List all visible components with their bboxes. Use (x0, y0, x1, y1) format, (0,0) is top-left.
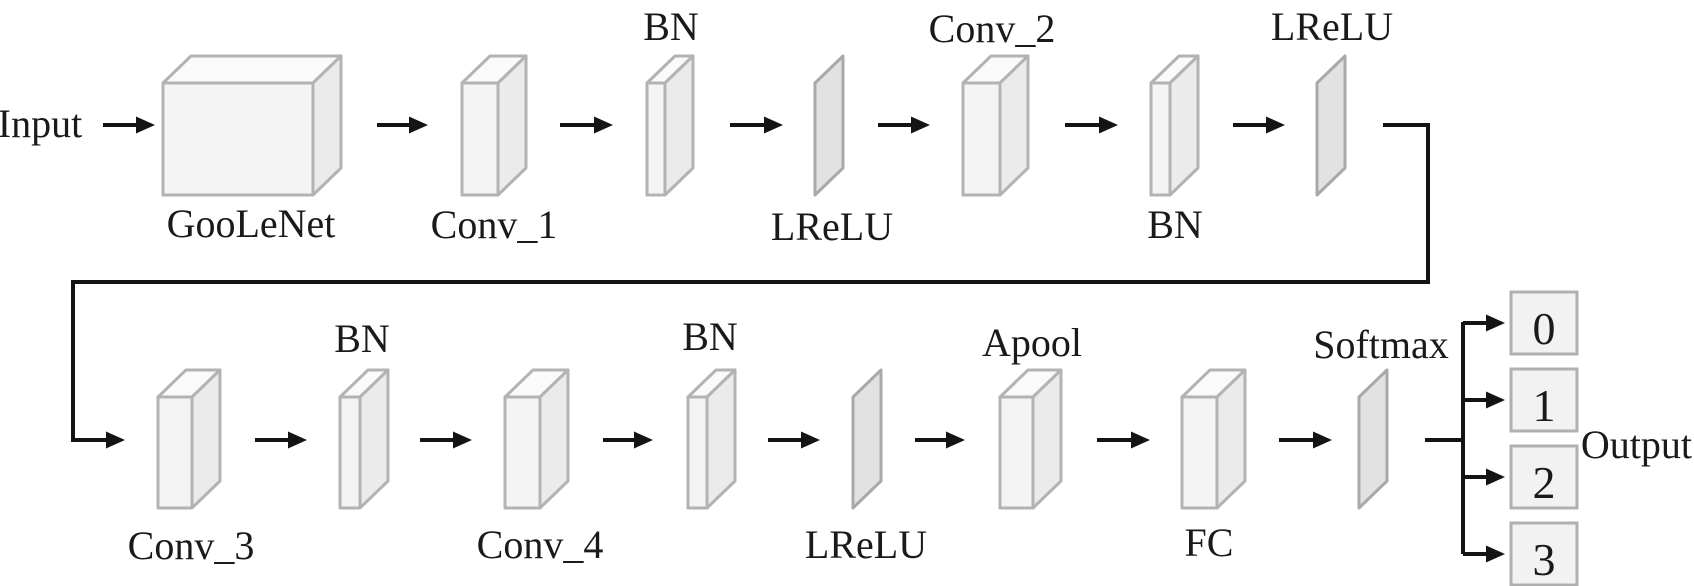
node-apool: Apool (982, 320, 1082, 510)
node-lrelu3: LReLU (805, 368, 927, 567)
connector-row1-row2 (71, 123, 1430, 449)
arrow-bn3-conv4 (420, 431, 472, 449)
node-label-softmax: Softmax (1313, 322, 1449, 367)
arrow-branch-class0 (1463, 314, 1505, 332)
node-lrelu2: LReLU (1271, 4, 1393, 197)
node-label-conv2: Conv_2 (929, 6, 1056, 51)
arrow-bn4-lrelu3 (768, 431, 820, 449)
node-label-fc: FC (1185, 520, 1234, 565)
output-class-label-0: 0 (1533, 303, 1556, 354)
output-class-box-3: 3 (1509, 521, 1579, 586)
node-label-bn1: BN (643, 4, 699, 49)
node-label-bn3: BN (334, 316, 390, 361)
arrow-bn1-lrelu1 (730, 116, 783, 134)
node-lrelu1: LReLU (771, 54, 893, 249)
node-softmax: Softmax (1313, 322, 1449, 510)
node-label-conv3: Conv_3 (128, 523, 255, 568)
output-class-label-2: 2 (1533, 457, 1556, 508)
input-label: Input (0, 101, 82, 146)
node-label-lrelu3: LReLU (805, 522, 927, 567)
arrow-apool-fc (1097, 431, 1150, 449)
output-branch-lines (1425, 322, 1465, 554)
node-bn2: BN (1147, 54, 1203, 247)
node-label-lrelu2: LReLU (1271, 4, 1393, 49)
node-label-lrelu1: LReLU (771, 204, 893, 249)
output-class-label-3: 3 (1533, 534, 1556, 585)
node-conv3: Conv_3 (128, 368, 255, 568)
output-class-box-0: 0 (1509, 290, 1579, 356)
output-class-box-2: 2 (1509, 444, 1579, 510)
node-label-conv4: Conv_4 (477, 522, 604, 567)
node-label-bn4: BN (682, 314, 738, 359)
node-label-conv1: Conv_1 (431, 202, 558, 247)
arrow-branch-class1 (1463, 391, 1505, 409)
node-label-googlenet: GooLeNet (167, 201, 336, 246)
node-conv4: Conv_4 (477, 368, 604, 567)
node-conv1: Conv_1 (431, 54, 558, 247)
arrow-branch-class2 (1463, 468, 1505, 486)
output-class-label-1: 1 (1533, 380, 1556, 431)
arrow-conv2-bn2 (1065, 116, 1118, 134)
node-conv2: Conv_2 (929, 6, 1056, 197)
node-googlenet: GooLeNet (161, 54, 343, 246)
arrow-conv4-bn4 (603, 431, 653, 449)
arrow-branch-class3 (1463, 545, 1505, 563)
output-label: Output (1581, 422, 1692, 467)
node-fc: FC (1180, 368, 1247, 565)
arrow-lrelu1-conv2 (878, 116, 930, 134)
arrow-googlenet-conv1 (377, 116, 428, 134)
node-label-bn2: BN (1147, 202, 1203, 247)
node-bn3: BN (334, 316, 390, 510)
arrow-fc-softmax (1279, 431, 1332, 449)
arrow-input-googlenet (103, 116, 155, 134)
node-label-apool: Apool (982, 320, 1082, 365)
arrow-conv1-bn1 (560, 116, 613, 134)
arrow-bn2-lrelu2 (1233, 116, 1285, 134)
output-class-box-1: 1 (1509, 367, 1579, 433)
arrow-lrelu3-apool (915, 431, 965, 449)
node-bn4: BN (682, 314, 738, 510)
node-bn1: BN (643, 4, 699, 197)
arrow-conv3-bn3 (255, 431, 307, 449)
